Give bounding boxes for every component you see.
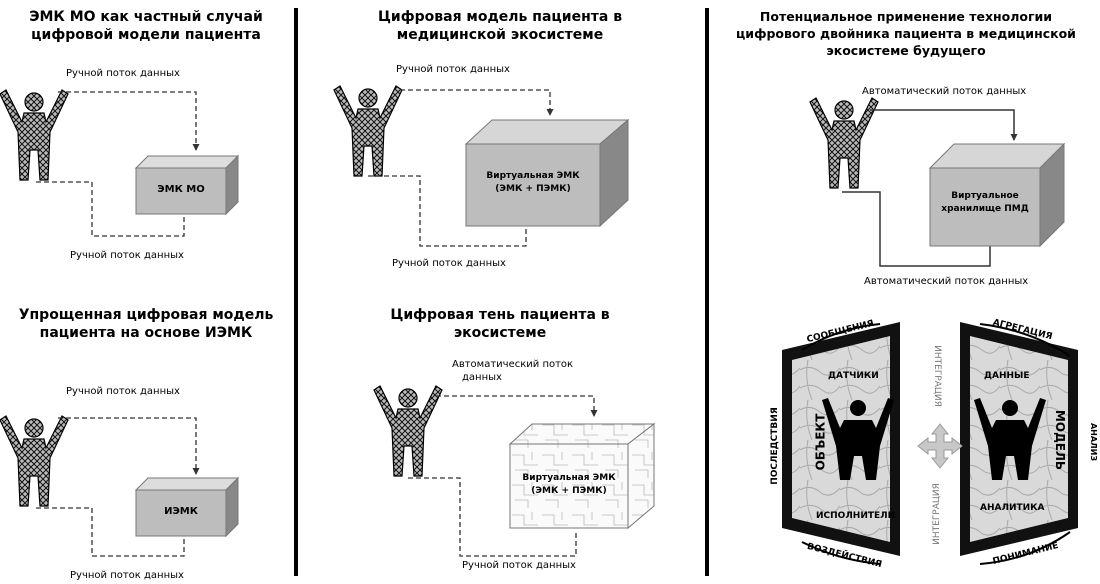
emk-mo-label: ЭМК МО [157,184,205,195]
model-silhouette [974,398,1046,480]
virtual-emk-box [465,143,601,227]
iemk-box [135,489,227,537]
executors-label: ИСПОЛНИТЕЛИ [816,511,896,521]
col2-block2-title-l2: экосистеме [453,325,547,341]
emk-mo-box [135,167,227,215]
model-label: МОДЕЛЬ [1053,409,1068,471]
pmd-storage-label: Виртуальное хранилище ПМД [930,190,1040,216]
col2-block2-title: Цифровая тень пациента в экосистеме [300,306,700,342]
digital-shadow-box [509,443,629,529]
col3-title-l2: цифрового двойника пациента в медицинско… [736,26,1076,41]
twin-diagram [782,322,1078,565]
integration-bottom-label: ИНТЕГРАЦИЯ [931,483,942,545]
col3-top-figure [809,97,1066,267]
col3-title-l1: Потенциальное применение технологии [759,9,1053,24]
pmd-storage-box [929,167,1041,247]
col1-block2-title-l1: Упрощенная цифровая модель [18,307,274,323]
col1-block1-figure [0,89,240,237]
data-label: ДАННЫЕ [984,371,1030,381]
integration-top-label: ИНТЕГРАЦИЯ [931,345,942,407]
object-label: ОБЪЕКТ [813,413,828,471]
col2-block1-title: Цифровая модель пациента в медицинской э… [300,8,700,44]
col3-top-flow: Автоматический поток данных [862,86,1027,97]
col2-block1-top-flow: Ручной поток данных [396,64,510,75]
col2-block2-top-flow-l1: Автоматический поток [452,359,574,370]
col2-block1-figure [333,85,630,247]
analysis-label: АНАЛИЗ [1089,422,1099,462]
col2-block1-bottom-flow: Ручной поток данных [392,258,506,269]
col3-bottom-flow: Автоматический поток данных [864,276,1029,287]
col1-block1-bottom-flow: Ручной поток данных [70,250,184,261]
sensors-label: ДАТЧИКИ [828,371,879,381]
col1-block2-bottom-flow: Ручной поток данных [70,570,184,581]
col1-block2-title: Упрощенная цифровая модель пациента на о… [0,306,292,342]
col2-block2-bottom-flow: Ручной поток данных [462,560,576,571]
col1-block1-top-flow: Ручной поток данных [66,68,180,79]
col1-block2-figure [0,415,240,557]
iemk-label: ИЭМК [164,506,198,517]
separator-1 [294,8,298,576]
col3-title: Потенциальное применение технологии цифр… [712,8,1100,59]
virtual-emk-label-l1: Виртуальная ЭМК [486,171,580,181]
col1-block2-top-flow: Ручной поток данных [66,386,180,397]
col2-block2-title-l1: Цифровая тень пациента в [390,307,610,323]
virtual-emk-label: Виртуальная ЭМК (ЭМК + ПЭМК) [466,170,600,196]
digital-shadow-label: Виртуальная ЭМК (ЭМК + ПЭМК) [510,472,628,498]
virtual-emk-label-l2: (ЭМК + ПЭМК) [495,184,571,194]
col1-block1-title-l1: ЭМК МО как частный случай [29,9,263,25]
col3-title-l3: экосистеме будущего [826,43,986,58]
col1-block1-title-l2: цифровой модели пациента [31,27,261,43]
analytics-label: АНАЛИТИКА [980,503,1045,513]
object-silhouette [822,398,894,480]
col2-block2-figure [373,385,656,557]
col1-block1-title: ЭМК МО как частный случай цифровой модел… [0,8,292,44]
col1-block2-title-l2: пациента на основе ИЭМК [39,325,253,341]
digital-shadow-label-l2: (ЭМК + ПЭМК) [531,486,607,496]
col2-block1-title-l1: Цифровая модель пациента в [377,9,623,25]
col2-block1-title-l2: медицинской экосистеме [396,27,604,43]
consequences-label: ПОСЛЕДСТВИЯ [769,407,780,485]
digital-shadow-label-l1: Виртуальная ЭМК [522,473,616,483]
pmd-storage-label-l1: Виртуальное [951,191,1019,201]
separator-2 [705,8,709,576]
col2-block2-top-flow-l2: данных [462,372,502,383]
pmd-storage-label-l2: хранилище ПМД [941,204,1029,214]
four-way-arrow-icon [917,423,963,469]
col2-block2-top-flow: Автоматический поток данных [452,358,573,384]
